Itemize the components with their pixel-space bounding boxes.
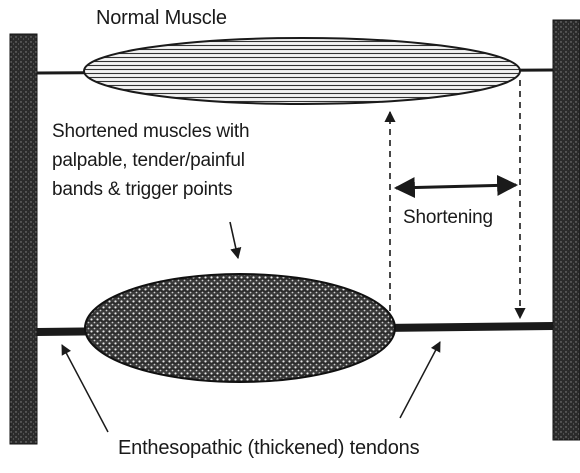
left-tendon-pointer <box>62 345 108 432</box>
right-bone <box>553 20 580 440</box>
normal-muscle-label: Normal Muscle <box>96 6 227 30</box>
caption-line-2: palpable, tender/painful <box>52 149 249 178</box>
tendons-label: Enthesopathic (thickened) tendons <box>118 436 419 460</box>
right-tendon-pointer <box>400 342 440 418</box>
shortened-muscle-belly <box>85 274 395 382</box>
shortened-muscle-caption: Shortened muscles with palpable, tender/… <box>52 120 249 207</box>
shortening-label: Shortening <box>403 206 493 230</box>
caption-line-3: bands & trigger points <box>52 178 249 207</box>
left-bone <box>10 34 37 444</box>
caption-line-1: Shortened muscles with <box>52 120 249 149</box>
normal-muscle-belly <box>84 38 520 104</box>
shortening-double-arrow <box>396 185 516 188</box>
caption-pointer-arrow <box>230 222 238 258</box>
